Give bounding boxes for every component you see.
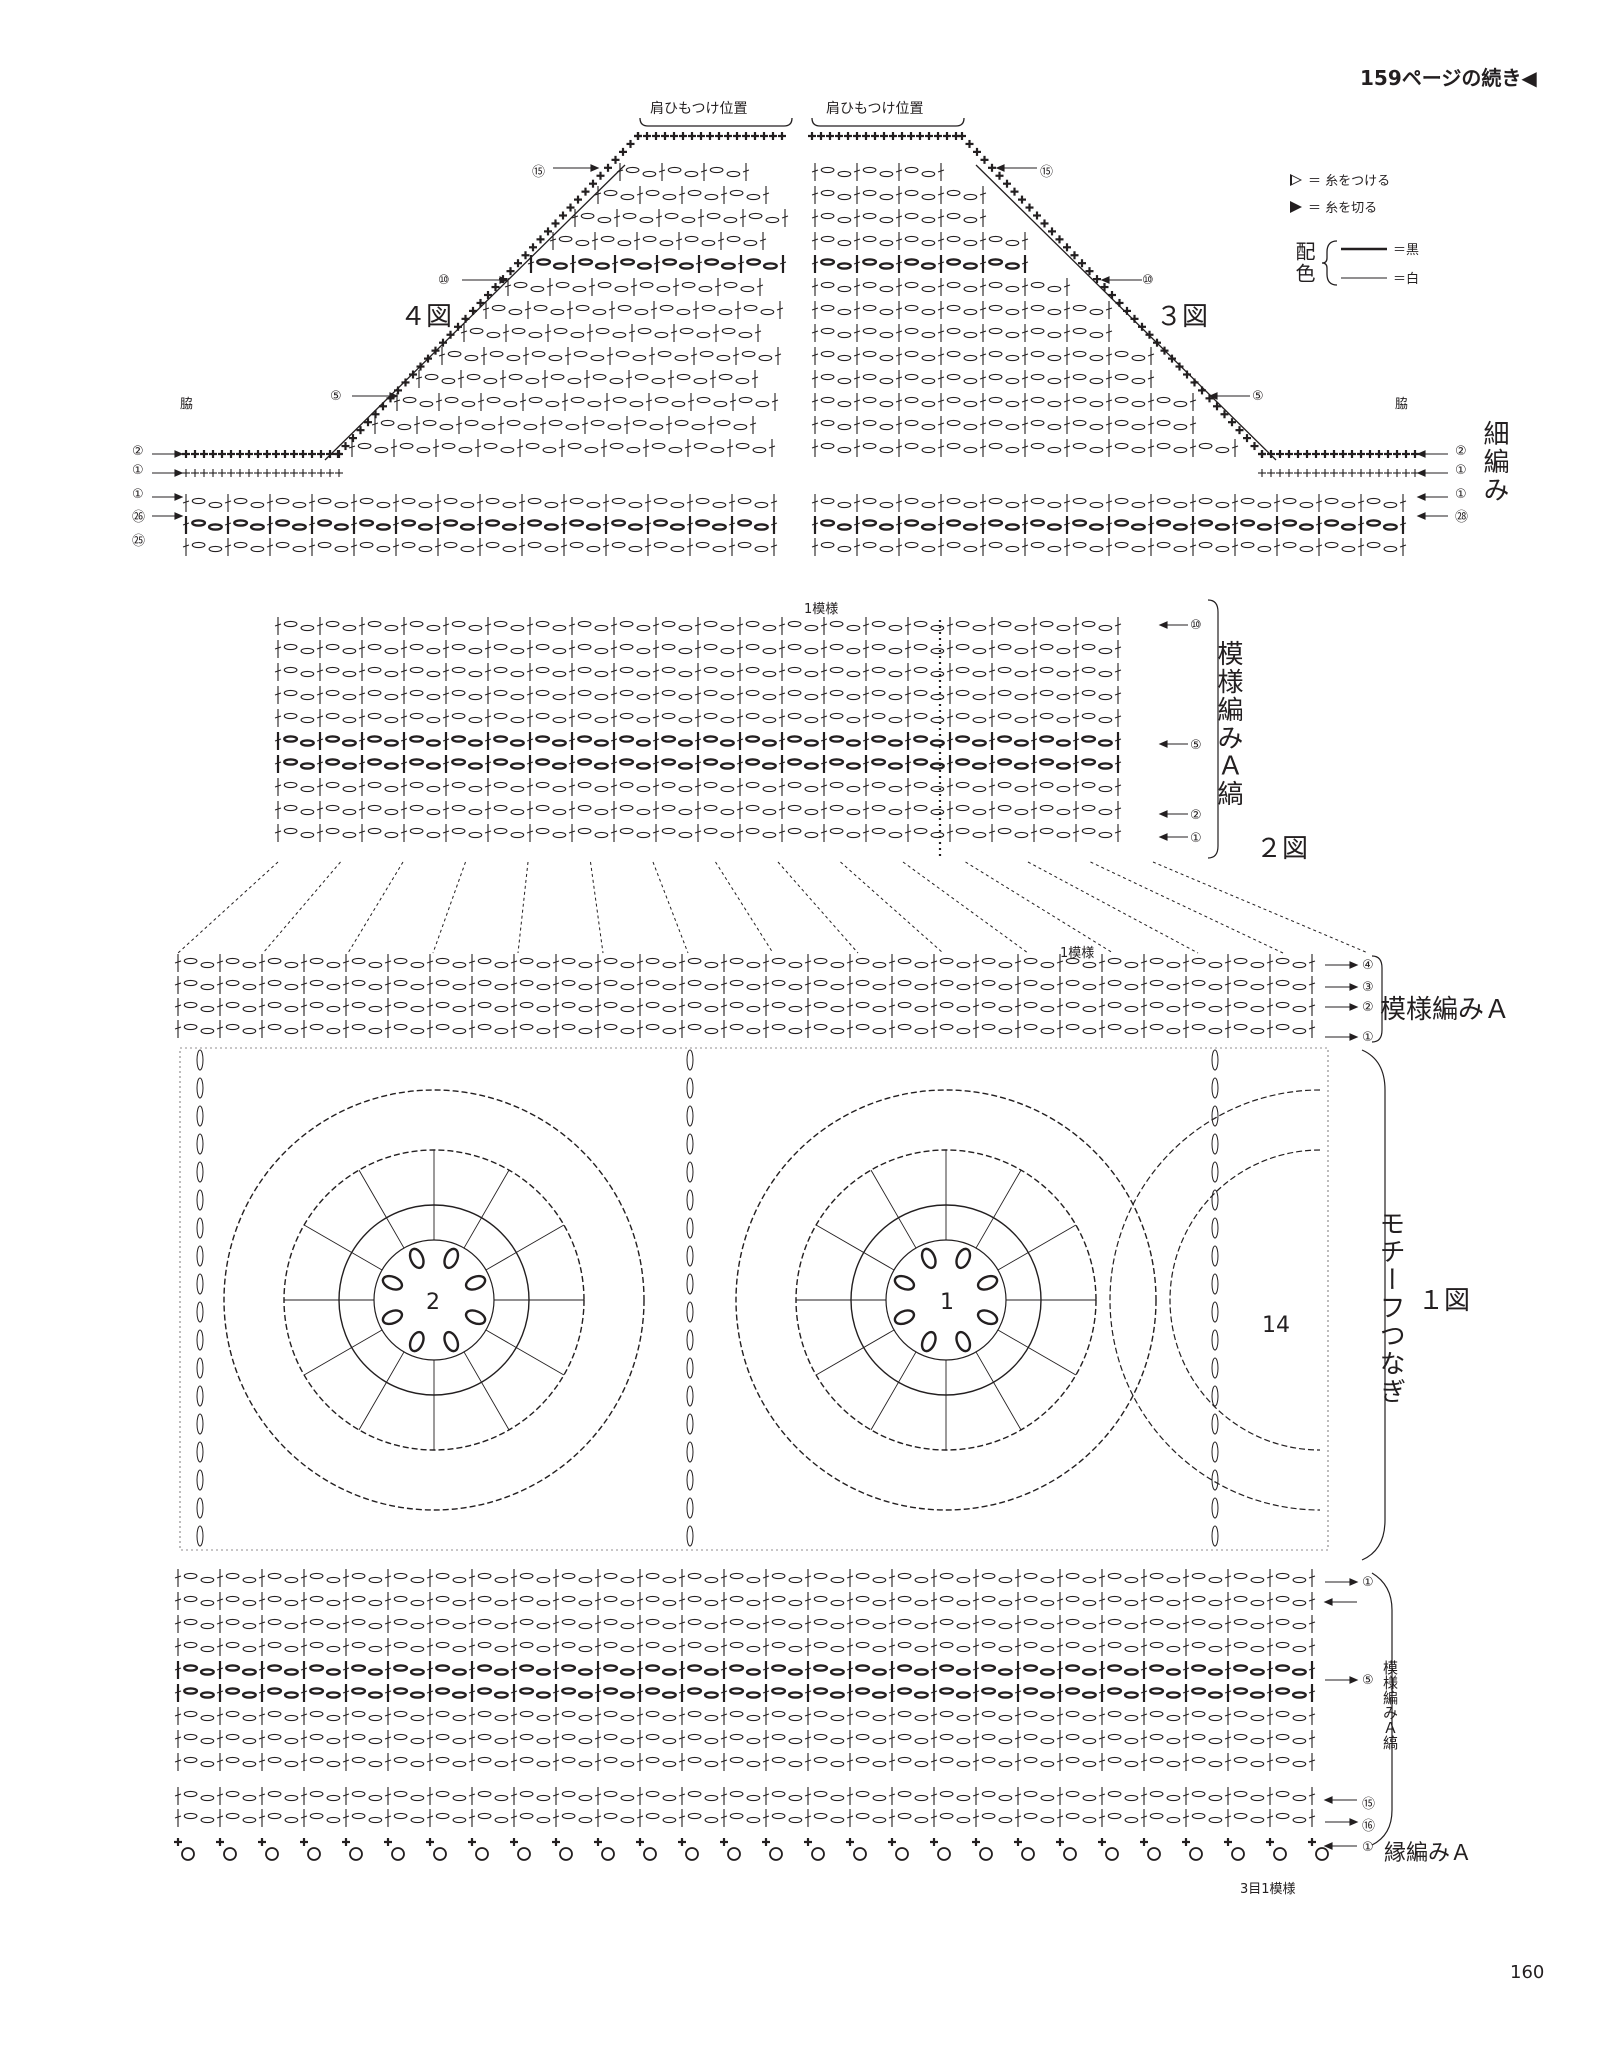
fig2-stripe-chart [274,617,1122,860]
row-num-top-right-2: ② [1455,444,1467,459]
legend: ＝ 糸をつける ＝ 糸を切る 配色 ＝黒 ＝白 [1290,170,1419,288]
open-triangle-icon [1290,173,1302,186]
figure-1-title: １図 [1418,1286,1471,1316]
row-num-top-left-1a: ① [132,463,144,478]
stripe-row-16: ⑯ [1362,1819,1376,1834]
fig2-row-2: ② [1190,808,1202,823]
row-num-top-left-25: ㉕ [132,534,146,549]
legend-white: ＝白 [1341,268,1419,287]
filled-triangle-icon [1290,200,1302,213]
continued-from-note: 159ページの続き◀ [1360,62,1537,91]
motif-number-1: 1 [940,1290,954,1315]
motif-join-chart [179,1047,1329,1551]
fig1-repeat-label: 1模様 [1060,946,1095,961]
row-num-top-right-28: ㉘ [1455,510,1469,525]
fig1-stripe-label: 模様編みＡ縞 [1381,1660,1399,1750]
white-line-icon [1341,277,1387,278]
row-num-top-right-15: ⑮ [1040,165,1054,180]
fig2-row-5: ⑤ [1190,738,1202,753]
color-label: 配色 [1292,241,1316,285]
section-brackets [1207,599,1393,1846]
legend-black: ＝黒 [1341,239,1419,258]
single-crochet-label: 細編み [1479,420,1509,504]
row-num-top-left-26: ㉖ [132,510,146,525]
row-num-top-right-1b: ① [1455,487,1467,502]
connector-dotted-lines [177,861,1369,954]
motif-join-label: モチーフつなぎ [1375,1210,1405,1406]
motif-number-14: 14 [1262,1313,1290,1338]
fig2-row-1: ① [1190,831,1202,846]
left-triangle-icon: ◀ [1521,66,1537,90]
top-yoke-chart [182,117,1419,556]
fig1-pattern-a-chart [174,954,1316,1038]
fig2-section-label: 模様編みＡ縞 [1213,640,1243,808]
motif-number-2: 2 [426,1290,440,1315]
fig1-stripe-chart [174,1569,1316,1827]
black-line-icon [1341,247,1387,250]
row-num-top-right-10: ⑩ [1142,273,1154,288]
shoulder-position-left: 肩ひもつけ位置 [650,101,748,117]
page-number: 160 [1510,1962,1545,1983]
fig2-repeat-label: 1模様 [804,602,839,617]
pattern-a-row-1: ① [1362,1030,1374,1045]
stripe-row-15: ⑮ [1362,1797,1376,1812]
continued-text: 159ページの続き [1360,66,1522,90]
row-num-top-right-1a: ① [1455,463,1467,478]
legend-attach: ＝ 糸をつける [1290,170,1419,189]
edging-a-chart [174,1838,1329,1861]
row-num-top-left-5: ⑤ [330,389,342,404]
side-label-right: 脇 [1395,397,1409,412]
fig2-row-10: ⑩ [1190,618,1202,633]
row-arrows [152,164,1448,1850]
legend-colors: 配色 ＝黒 ＝白 [1290,238,1419,288]
stripe-row-1: ① [1362,1575,1374,1590]
row-num-top-left-10: ⑩ [438,273,450,288]
shoulder-position-right: 肩ひもつけ位置 [826,101,924,117]
stripe-row-5: ⑤ [1362,1673,1374,1688]
row-num-top-right-5: ⑤ [1252,389,1264,404]
side-label-left: 脇 [180,397,194,412]
figure-4-title: ４図 [400,302,453,332]
pattern-a-row-2: ② [1362,1000,1374,1015]
pattern-a-row-3: ③ [1362,980,1374,995]
legend-cut: ＝ 糸を切る [1290,197,1419,216]
pattern-a-label: 模様編みＡ [1380,995,1511,1025]
edging-a-label: 縁編みＡ [1384,1841,1473,1866]
pattern-a-row-4: ④ [1362,958,1374,973]
row-num-top-left-2: ② [132,444,144,459]
figure-3-title: ３図 [1156,302,1209,332]
brace-icon [1321,240,1338,286]
edge-row-1: ① [1362,1840,1374,1855]
figure-2-title: ２図 [1256,834,1309,864]
row-num-top-left-1b: ① [132,487,144,502]
row-num-top-left-15: ⑮ [532,165,546,180]
edge-repeat-label: 3目1模様 [1240,1882,1296,1897]
